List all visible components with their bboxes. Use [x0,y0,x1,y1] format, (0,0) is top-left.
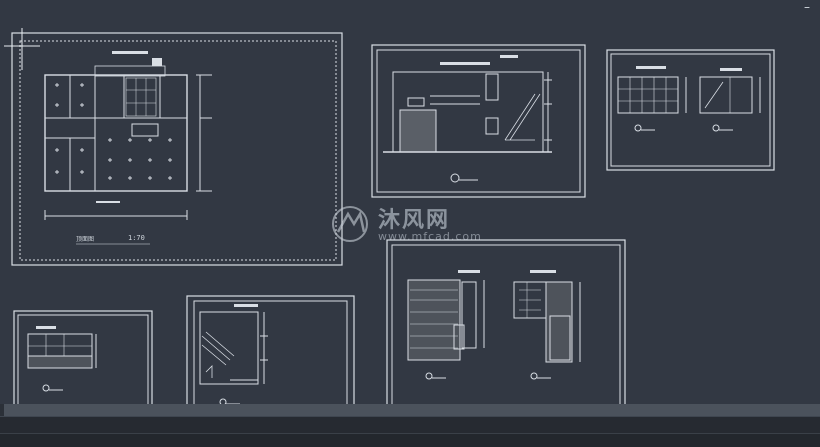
sheet-detail-1 [13,310,153,412]
sheet-elevation-1 [371,44,586,198]
minimize-button[interactable]: – [804,0,810,14]
status-bar [0,433,820,447]
sheet-detail-2 [186,295,355,412]
command-line[interactable] [0,416,820,433]
sheet-elevation-3 [386,239,626,411]
bottom-toolbar [0,404,820,447]
layout-tab-strip[interactable] [4,404,820,416]
plan-title: 顶面图 [76,236,95,243]
plan-scale: 1:70 [128,234,145,242]
sheet-elevation-2 [606,49,775,171]
watermark-logo [332,206,368,242]
sheet-ceiling-plan [4,28,343,266]
